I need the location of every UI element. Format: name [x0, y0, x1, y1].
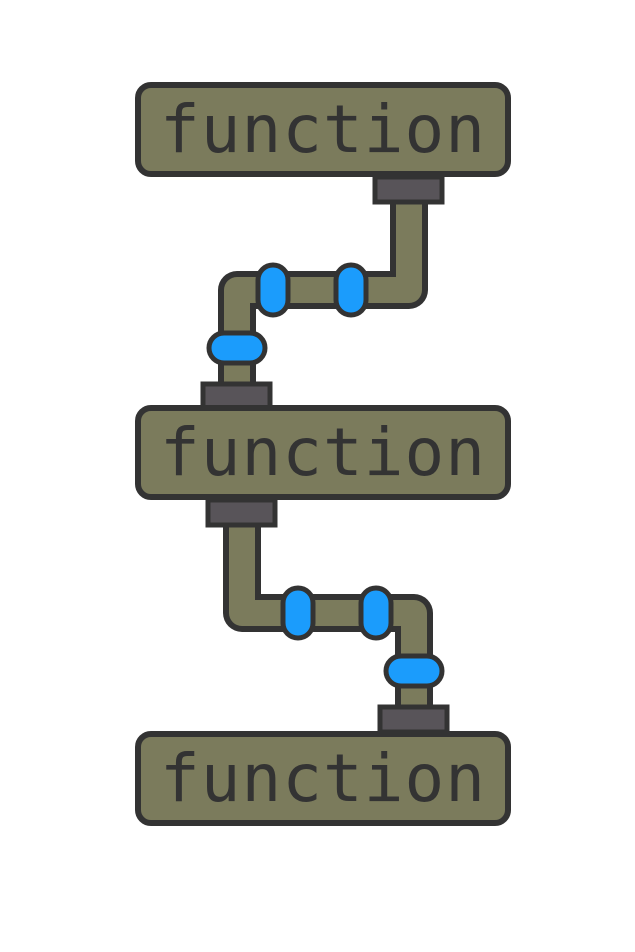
function-block-1: function — [135, 82, 511, 177]
pipe-1 — [200, 174, 445, 412]
pipe-2-coupling-b — [358, 585, 394, 641]
pipe-2 — [205, 497, 450, 735]
pipe-2-coupling-c — [383, 653, 445, 689]
function-block-2: function — [135, 405, 511, 500]
function-block-3-label: function — [160, 739, 486, 817]
pipe-1-coupling-a — [255, 262, 291, 318]
pipe-1-coupling-b — [333, 262, 369, 318]
pipe-1-top-flange — [372, 174, 445, 205]
function-block-3: function — [135, 731, 511, 826]
pipe-2-bottom-flange — [377, 704, 450, 735]
function-block-2-label: function — [160, 413, 486, 491]
pipe-1-bottom-flange — [200, 381, 273, 412]
function-block-1-label: function — [160, 90, 486, 168]
pipe-1-coupling-c — [206, 330, 268, 366]
pipe-2-top-flange — [205, 497, 278, 528]
pipe-2-coupling-a — [280, 585, 316, 641]
